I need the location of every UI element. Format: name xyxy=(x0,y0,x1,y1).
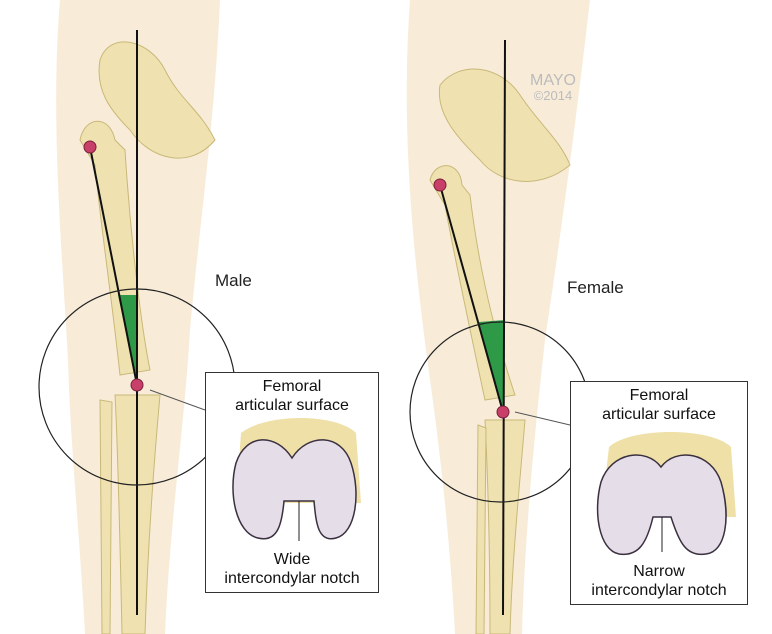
watermark-year: ©2014 xyxy=(533,88,573,103)
female-tibia xyxy=(484,419,526,634)
female-q-angle xyxy=(479,320,505,412)
female-label: Female xyxy=(567,278,624,297)
male-femur-condyles xyxy=(232,418,361,541)
notch-label: intercondylar notch xyxy=(591,582,727,599)
watermark: MAYO ©2014 xyxy=(530,72,576,103)
inset-title: Femoral xyxy=(262,378,322,395)
notch-label: Wide xyxy=(273,551,311,568)
female-hip-marker xyxy=(433,178,447,192)
female-inset: Femoral articular surface Narrow intercond… xyxy=(570,381,748,605)
male-inset: Femoral articular surface Wide intercondyl… xyxy=(205,372,379,593)
male-knee-marker xyxy=(130,378,144,392)
inset-title: articular surface xyxy=(235,397,349,414)
inset-title: articular surface xyxy=(602,406,716,423)
notch-label: intercondylar notch xyxy=(224,570,360,587)
female-femur-condyles xyxy=(596,432,736,556)
female-knee-marker xyxy=(496,405,510,419)
male-pelvis xyxy=(98,41,216,159)
male-label: Male xyxy=(215,271,252,290)
watermark-brand: MAYO xyxy=(530,72,576,89)
notch-label: Narrow xyxy=(633,563,685,580)
male-hip-marker xyxy=(83,140,97,154)
inset-title: Femoral xyxy=(629,387,689,404)
